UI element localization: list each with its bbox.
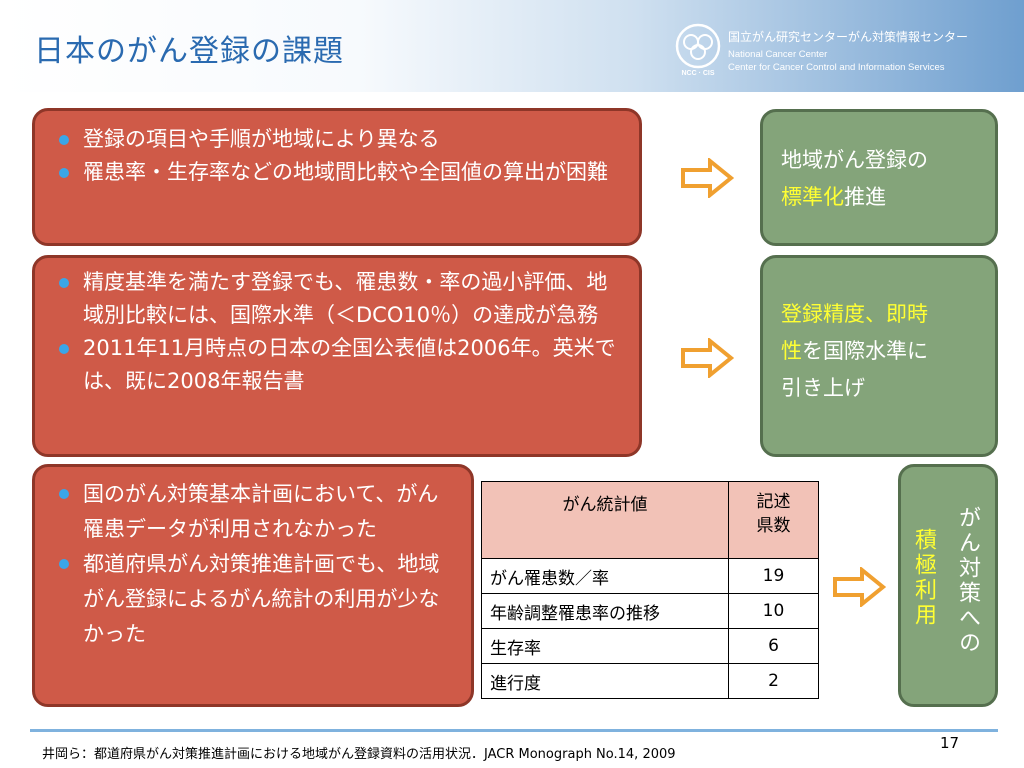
table-row: 進行度 2 — [481, 663, 819, 699]
org-name-en-1: National Cancer Center — [728, 49, 828, 60]
slide-title: 日本のがん登録の課題 — [34, 34, 344, 69]
solution-text-line: 性を国際水準に — [781, 333, 985, 370]
table-header-prefecture-count: 記述 県数 — [728, 481, 819, 559]
solution-highlight: 標準化 — [781, 185, 844, 209]
page-number: 17 — [940, 734, 960, 752]
issue-box-standardization: 登録の項目や手順が地域により異なる 罹患率・生存率などの地域間比較や全国値の算出… — [32, 108, 642, 246]
table-cell-value: 10 — [728, 593, 819, 629]
issue-bullet: 登録の項目や手順が地域により異なる — [53, 123, 625, 156]
table-cell-label: 進行度 — [481, 663, 729, 699]
table-cell-label: 年齢調整罹患率の推移 — [481, 593, 729, 629]
header-line: 記述 — [756, 492, 791, 512]
solution-box-utilization — [898, 464, 998, 707]
org-name-en-2: Center for Cancer Control and Informatio… — [728, 62, 945, 73]
solution-text-line: 地域がん登録の — [781, 148, 928, 172]
solution-highlight: 性 — [781, 339, 802, 363]
table-header-statistic: がん統計値 — [481, 481, 729, 559]
table-cell-label: 生存率 — [481, 628, 729, 664]
table-row: がん罹患数／率 19 — [481, 558, 819, 594]
issue-box-accuracy: 精度基準を満たす登録でも、罹患数・率の過小評価、地域別比較には、国際水準（＜DC… — [32, 255, 642, 457]
issue-bullet: 都道府県がん対策推進計画でも、地域がん登録によるがん統計の利用が少なかった — [53, 547, 457, 652]
cancer-stats-table: がん統計値 記述 県数 がん罹患数／率 19 年齢調整罹患率の推移 10 生存率… — [481, 481, 819, 699]
table-header-row: がん統計値 記述 県数 — [481, 481, 819, 559]
table-cell-value: 19 — [728, 558, 819, 594]
issue-box-utilization: 国のがん対策基本計画において、がん罹患データが利用されなかった 都道府県がん対策… — [32, 464, 474, 707]
logo-text: NCC · CIS — [681, 70, 714, 77]
issue-bullet: 国のがん対策基本計画において、がん罹患データが利用されなかった — [53, 477, 457, 547]
hollow-right-arrow-icon — [681, 338, 734, 378]
issue-bullet: 2011年11月時点の日本の全国公表値は2006年。英米では、既に2008年報告… — [53, 332, 625, 398]
solution-text: を国際水準に — [802, 339, 928, 363]
table-row: 生存率 6 — [481, 628, 819, 664]
table-cell-label: がん罹患数／率 — [481, 558, 729, 594]
table-row: 年齢調整罹患率の推移 10 — [481, 593, 819, 629]
issue-bullet: 罹患率・生存率などの地域間比較や全国値の算出が困難 — [53, 156, 625, 189]
solution-vertical-highlight: 積極利用 — [911, 528, 936, 628]
table-cell-value: 6 — [728, 628, 819, 664]
solution-box-accuracy: 登録精度、即時 性を国際水準に 引き上げ — [760, 255, 998, 457]
solution-text: 推進 — [844, 185, 886, 209]
solution-highlight: 登録精度、即時 — [781, 302, 928, 326]
org-name-jp: 国立がん研究センターがん対策情報センター — [728, 30, 969, 44]
hollow-right-arrow-icon — [681, 158, 734, 198]
ncc-cis-logo-icon: NCC · CIS — [675, 23, 721, 77]
solution-text-line: 引き上げ — [781, 376, 865, 400]
solution-vertical-text: がん対策への — [955, 506, 980, 656]
footer-divider — [30, 729, 998, 732]
issue-bullet: 精度基準を満たす登録でも、罹患数・率の過小評価、地域別比較には、国際水準（＜DC… — [53, 266, 625, 332]
hollow-right-arrow-icon — [833, 567, 886, 607]
solution-box-standardization: 地域がん登録の 標準化推進 — [760, 109, 998, 246]
citation: 井岡ら：都道府県がん対策推進計画における地域がん登録資料の活用状況．JACR M… — [42, 747, 676, 762]
table-cell-value: 2 — [728, 663, 819, 699]
header-band: 日本のがん登録の課題 NCC · CIS 国立がん研究センターがん対策情報センタ… — [0, 0, 1024, 92]
header-line: 県数 — [756, 516, 791, 536]
solution-text-line: 標準化推進 — [781, 179, 985, 216]
